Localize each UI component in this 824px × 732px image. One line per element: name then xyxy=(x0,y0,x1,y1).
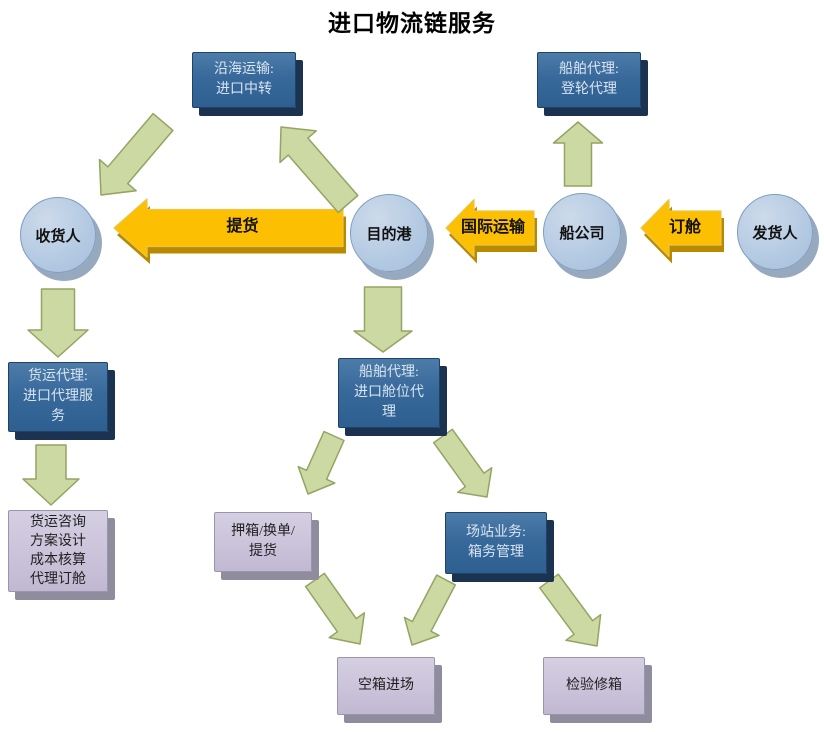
node-yard-service-label: 场站业务: 箱务管理 xyxy=(466,525,526,560)
edge-label-pickup: 提货 xyxy=(226,218,259,235)
node-ship-agency-slot-label: 船舶代理: 进口舱位代 理 xyxy=(354,365,424,420)
node-freight-consulting-label: 货运咨询 方案设计 成本核算 代理订舱 xyxy=(30,514,86,588)
node-inspection-repair-label: 检验修箱 xyxy=(566,678,622,694)
node-freight-consulting: 货运咨询 方案设计 成本核算 代理订舱 xyxy=(8,510,108,592)
node-freight-agency: 货运代理: 进口代理服 务 xyxy=(8,362,108,432)
green-arrow-shipco-to-boarding xyxy=(552,121,604,187)
orange-arrow-intl-transport xyxy=(445,198,535,258)
node-ship-agency-boarding-label: 船舶代理: 登轮代理 xyxy=(559,62,619,97)
green-arrow-coastal-to-consignee xyxy=(98,112,174,196)
green-arrow-destport-to-slot xyxy=(353,286,413,353)
node-freight-agency-label: 货运代理: 进口代理服 务 xyxy=(23,369,93,424)
node-shipper-label: 发货人 xyxy=(752,225,798,242)
edge-label-booking: 订舱 xyxy=(668,219,701,236)
node-destination-port-circle: 目的港 xyxy=(350,194,428,272)
green-arrow-yard-to-empty xyxy=(403,574,457,646)
node-shipping-company-label: 船公司 xyxy=(559,225,605,242)
page-title: 进口物流链服务 xyxy=(328,11,496,36)
node-empty-container-entry: 空箱进场 xyxy=(337,657,435,715)
node-empty-container-entry-label: 空箱进场 xyxy=(358,678,414,694)
node-consignee-label: 收货人 xyxy=(35,228,81,245)
green-arrow-slot-to-pledge xyxy=(297,430,345,495)
edge-label-international-transport: 国际运输 xyxy=(460,219,525,236)
node-shipper-circle: 发货人 xyxy=(737,194,813,270)
node-ship-agency-slot: 船舶代理: 进口舱位代 理 xyxy=(338,358,440,428)
orange-arrow-pickup xyxy=(113,198,344,258)
node-ship-agency-boarding: 船舶代理: 登轮代理 xyxy=(537,52,641,108)
node-consignee-circle: 收货人 xyxy=(20,197,96,273)
node-yard-service: 场站业务: 箱务管理 xyxy=(445,512,547,574)
green-arrow-consignee-to-freight xyxy=(27,288,89,358)
green-arrow-freight-to-consulting xyxy=(22,444,80,506)
node-coastal-transport-label: 沿海运输: 进口中转 xyxy=(214,62,274,97)
green-arrow-yard-to-inspect xyxy=(538,573,602,647)
node-destination-port-label: 目的港 xyxy=(366,226,412,243)
green-arrow-pledge-to-empty xyxy=(304,572,366,645)
green-arrow-destport-to-coastal xyxy=(279,126,359,214)
green-arrow-slot-to-yard xyxy=(432,428,493,498)
node-pledge-exchange-pickup: 押箱/换单/ 提货 xyxy=(214,512,312,572)
node-shipping-company-circle: 船公司 xyxy=(543,193,621,271)
orange-arrow-booking xyxy=(640,198,722,258)
node-coastal-transport: 沿海运输: 进口中转 xyxy=(192,52,296,108)
node-pledge-exchange-pickup-label: 押箱/换单/ 提货 xyxy=(231,524,295,559)
node-inspection-repair: 检验修箱 xyxy=(543,657,645,715)
